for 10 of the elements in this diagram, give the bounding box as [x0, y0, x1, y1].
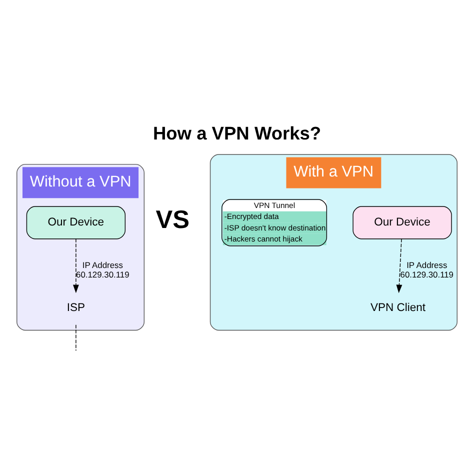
label: VS [156, 206, 190, 234]
node-text: VPN Client [370, 302, 426, 314]
edge-label: IP Address 60.129.30.119 [400, 260, 454, 280]
diagram-title: How a VPN Works? [152, 122, 322, 144]
edge-label: IP Address 60.129.30.119 [76, 260, 130, 280]
arrow [396, 238, 402, 294]
node-box: Our Device [352, 206, 452, 240]
node-box: Our Device [26, 206, 126, 240]
node-text: ISP [66, 302, 86, 314]
arrow [72, 238, 79, 294]
